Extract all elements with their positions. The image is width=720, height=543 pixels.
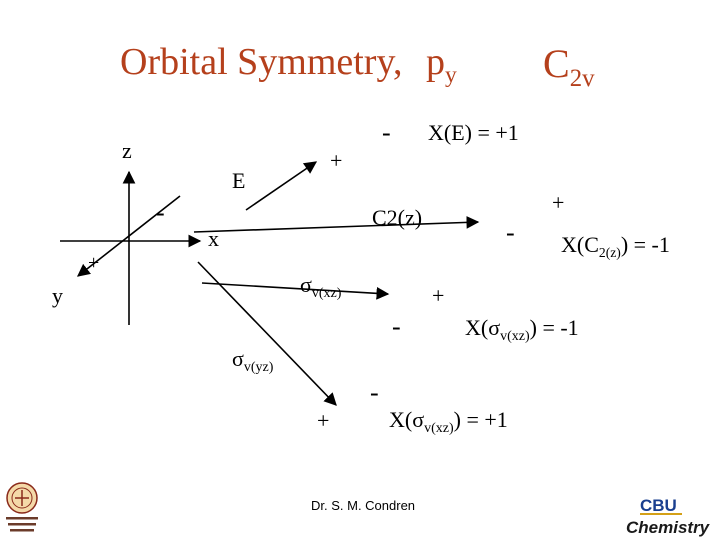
operation-C2-label: C2(z) <box>372 205 423 230</box>
E-lobe-plus: + <box>330 148 343 173</box>
sigma-yz-character: X(σv(xz)) = +1 <box>389 407 508 436</box>
cbu-chemistry-logo: CBU Chemistry <box>624 494 716 538</box>
C2-lobe-plus: + <box>552 190 565 215</box>
origin-lobe-minus: - <box>156 198 165 227</box>
E-lobe-minus: - <box>382 118 391 147</box>
axis-system <box>60 170 202 325</box>
sigma-xz-character: X(σv(xz)) = -1 <box>465 315 579 344</box>
arrow-sigma-yz <box>197 261 337 406</box>
svg-text:Chemistry: Chemistry <box>626 518 711 537</box>
page-title: Orbital Symmetry, py <box>120 40 457 89</box>
y-axis <box>76 195 181 277</box>
x-axis-label: x <box>208 226 219 251</box>
E-character: X(E) = +1 <box>428 120 519 145</box>
point-group-label: C2v <box>543 41 595 92</box>
operation-sigma-yz-label: σv(yz) <box>232 346 274 375</box>
origin-lobe-plus: + <box>88 252 100 274</box>
C2-character: X(C2(z)) = -1 <box>561 232 670 260</box>
operation-E-label: E <box>232 168 246 193</box>
C2-lobe-minus: - <box>506 218 515 247</box>
footer-author: Dr. S. M. Condren <box>311 498 416 513</box>
sigma-yz-lobe-plus: + <box>317 408 330 433</box>
university-seal-logo <box>2 480 42 538</box>
sigma-xz-lobe-minus: - <box>392 312 401 341</box>
svg-text:CBU: CBU <box>640 496 677 515</box>
title-text: Orbital Symmetry, <box>120 41 403 83</box>
operation-sigma-xz-label: σv(xz) <box>300 272 342 301</box>
sigma-xz-lobe-plus: + <box>432 283 445 308</box>
sigma-yz-lobe-minus: - <box>370 378 379 407</box>
arrow-C2 <box>193 216 480 233</box>
arrow-sigma-xz <box>201 282 390 300</box>
orbital-label: py <box>426 41 457 89</box>
arrow-E <box>245 161 318 211</box>
z-axis-label: z <box>122 138 132 163</box>
y-axis-label: y <box>52 283 63 308</box>
